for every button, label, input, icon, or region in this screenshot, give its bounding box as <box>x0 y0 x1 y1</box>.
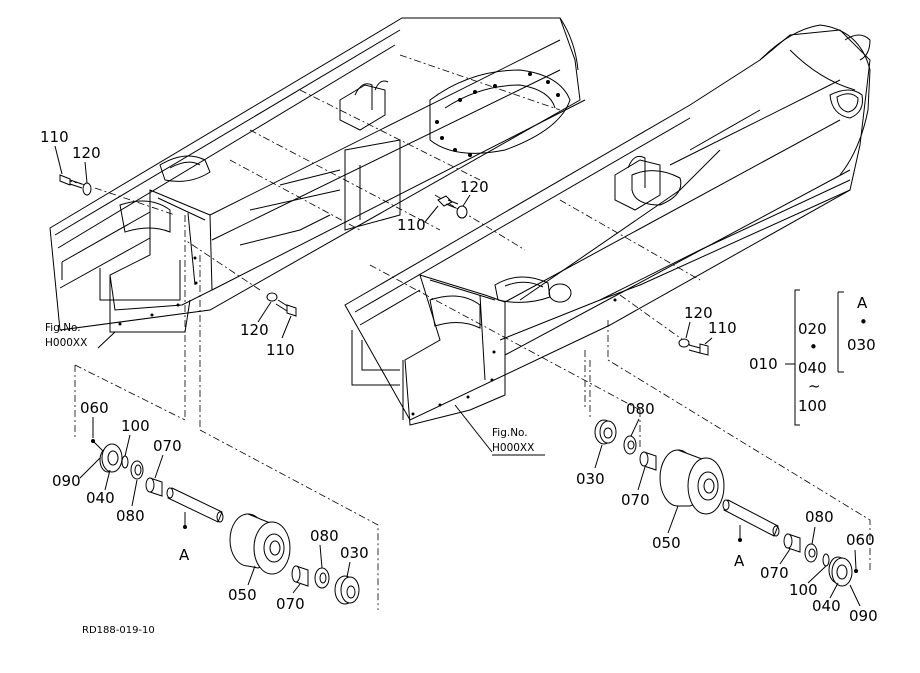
washer-icon <box>456 205 468 219</box>
label-washer-120: 120 <box>240 321 269 339</box>
label-collar-030: 030 <box>340 544 369 562</box>
fig-ref-line1: Fig.No. <box>45 322 81 334</box>
washer-icon <box>678 338 690 348</box>
collar-icon <box>594 419 617 445</box>
oring-icon <box>121 455 129 469</box>
label-bushing-070: 070 <box>621 491 650 509</box>
roller-icon <box>659 449 725 515</box>
label-plug-060: 060 <box>846 531 875 549</box>
bolt-icon <box>59 174 83 189</box>
label-bolt-110: 110 <box>397 216 426 234</box>
seal-icon <box>130 460 144 480</box>
washer-icon <box>82 182 92 196</box>
key-group-010: 010 <box>749 355 778 373</box>
label-collar-030: 030 <box>576 470 605 488</box>
shaft-icon <box>722 499 780 537</box>
label-shaft-a: A <box>734 552 745 570</box>
oring-icon <box>822 553 830 567</box>
label-seal-080: 080 <box>805 508 834 526</box>
label-bolt-110: 110 <box>40 128 69 146</box>
fig-ref-line2: H000XX <box>492 442 534 454</box>
bushing-icon <box>783 533 801 553</box>
bushing-icon <box>639 451 657 471</box>
left-roller-assembly: A 060 100 090 040 080 070 050 070 080 03… <box>52 399 369 613</box>
left-frame-fasteners: 110 120 120 110 Fig.No. H000XX <box>40 128 297 359</box>
label-washer-120: 120 <box>72 144 101 162</box>
label-seal-080: 080 <box>116 507 145 525</box>
bushing-icon <box>291 565 309 587</box>
label-cover-090: 090 <box>849 607 878 625</box>
bolt-icon <box>688 343 709 356</box>
key-dot: • <box>809 338 818 356</box>
drawing-code: RD188-019-10 <box>82 625 155 636</box>
assembly-key: 010 020 • 040 ~ 100 A • 030 <box>749 289 876 426</box>
key-item-020: 020 <box>798 320 827 338</box>
plug-icon <box>854 569 858 573</box>
right-roller-assembly: A 030 080 070 050 070 080 100 040 060 09… <box>576 400 878 625</box>
label-seal-080: 080 <box>626 400 655 418</box>
fig-ref-line1: Fig.No. <box>492 427 528 439</box>
key-item-100: 100 <box>798 397 827 415</box>
label-bushing-070: 070 <box>760 564 789 582</box>
key-ref-item-030: 030 <box>847 336 876 354</box>
label-flange-040: 040 <box>86 489 115 507</box>
label-oring-100: 100 <box>789 581 818 599</box>
right-frame-fasteners: 120 110 120 110 Fig.No. H000XX <box>397 178 737 456</box>
label-cover-090: 090 <box>52 472 81 490</box>
label-bushing-070: 070 <box>153 437 182 455</box>
seal-icon <box>623 435 637 455</box>
label-oring-100: 100 <box>121 417 150 435</box>
washer-icon <box>266 292 278 302</box>
label-bolt-110: 110 <box>708 319 737 337</box>
bushing-icon <box>145 477 163 497</box>
key-dot: • <box>859 313 868 331</box>
roller-icon <box>229 513 291 575</box>
key-tilde: ~ <box>808 377 821 395</box>
label-shaft-a: A <box>179 546 190 564</box>
key-ref-a: A <box>857 294 868 312</box>
shaft-icon <box>166 487 224 523</box>
left-track-frame <box>49 17 586 610</box>
label-flange-040: 040 <box>812 597 841 615</box>
label-plug-060: 060 <box>80 399 109 417</box>
flange-icon <box>99 443 123 473</box>
label-seal-080: 080 <box>310 527 339 545</box>
seal-icon <box>314 567 330 589</box>
bolt-icon <box>275 299 297 317</box>
collar-icon <box>334 575 360 605</box>
label-washer-120: 120 <box>684 304 713 322</box>
key-item-040: 040 <box>798 359 827 377</box>
fig-ref-line2: H000XX <box>45 337 87 349</box>
label-roller-050: 050 <box>652 534 681 552</box>
seal-icon <box>804 543 818 563</box>
label-bolt-110: 110 <box>266 341 295 359</box>
right-track-frame <box>344 24 871 570</box>
label-washer-120: 120 <box>460 178 489 196</box>
bolt-icon <box>437 195 459 209</box>
label-bushing-070: 070 <box>276 595 305 613</box>
flange-icon <box>828 556 853 587</box>
label-roller-050: 050 <box>228 586 257 604</box>
